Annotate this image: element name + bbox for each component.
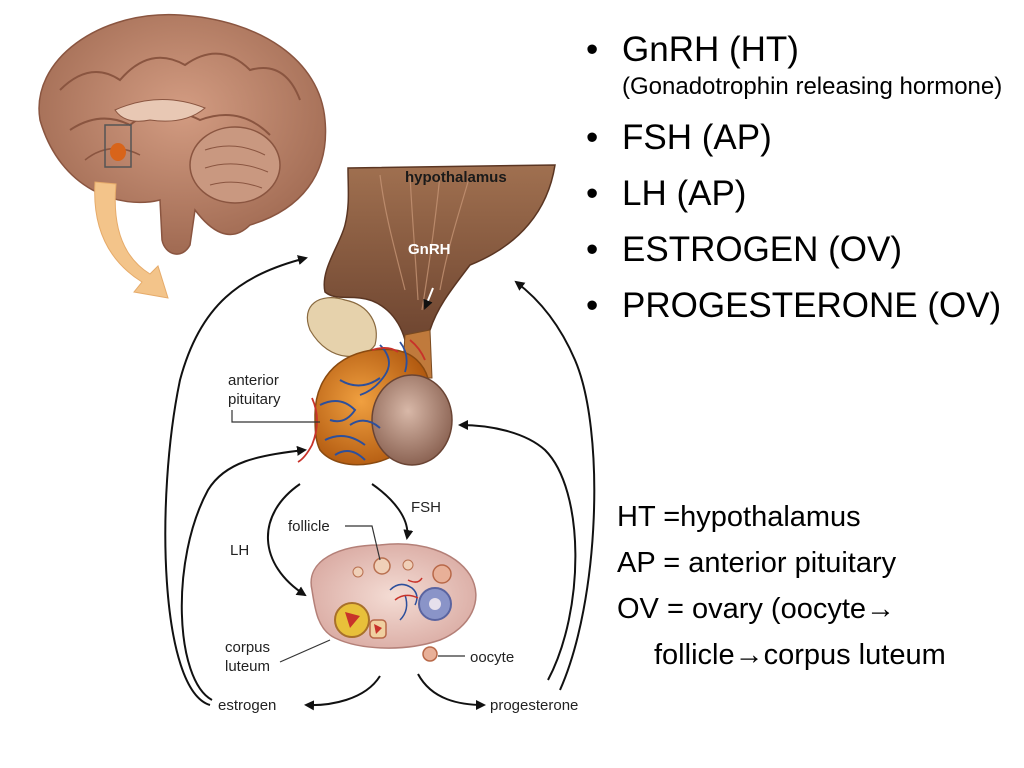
- label-hypothalamus: hypothalamus: [405, 169, 507, 186]
- bullet-glyph: •: [586, 286, 599, 325]
- label-pituitary: pituitary: [228, 391, 281, 408]
- arrows: [164, 255, 596, 711]
- label-anterior: anterior: [228, 372, 279, 389]
- bullet-subtext: (Gonadotrophin releasing hormone): [622, 73, 1003, 100]
- leader-lines: [231, 410, 465, 663]
- label-progesterone: progesterone: [490, 697, 578, 714]
- arrow-estrogen-to-pituitary: [180, 445, 307, 701]
- pituitary-highlight-box: [104, 124, 132, 168]
- arrow-fsh: [371, 483, 414, 540]
- legend-ap: AP = anterior pituitary: [617, 547, 897, 579]
- arrow-progesterone-to-pituitary: [458, 420, 577, 681]
- bullet-text: ESTROGEN (OV): [622, 230, 903, 269]
- arrow-ov-to-progesterone: [417, 673, 486, 710]
- abbreviation-legend: HT =hypothalamus AP = anterior pituitary…: [617, 494, 1017, 678]
- hormone-bullet-list: • GnRH (HT) (Gonadotrophin releasing hor…: [586, 30, 1016, 342]
- label-lh: LH: [230, 542, 249, 559]
- bullet-item: • PROGESTERONE (OV): [586, 286, 1016, 326]
- legend-ov-line1: OV = ovary (oocyte→: [617, 593, 896, 625]
- brain-illustration: [38, 13, 327, 255]
- bullet-text: LH (AP): [622, 174, 747, 213]
- bullet-item: • ESTROGEN (OV): [586, 230, 1016, 270]
- bullet-text: GnRH (HT): [622, 30, 799, 69]
- label-gnrh: GnRH: [408, 241, 451, 258]
- legend-ht: HT =hypothalamus: [617, 501, 861, 533]
- label-estrogen: estrogen: [218, 697, 276, 714]
- arrow-ov-to-estrogen: [304, 675, 381, 711]
- arrow-gnrh: [423, 287, 434, 310]
- hypothalamus-tissue: [306, 164, 556, 357]
- label-luteum: luteum: [225, 658, 270, 675]
- label-oocyte: oocyte: [470, 649, 514, 666]
- bullet-glyph: •: [586, 118, 599, 157]
- label-fsh: FSH: [411, 499, 441, 516]
- bullet-text: PROGESTERONE (OV): [622, 286, 1002, 325]
- arrow-progesterone-to-hypothalamus: [514, 280, 596, 691]
- label-corpus: corpus: [225, 639, 270, 656]
- ovary: [310, 543, 477, 662]
- arrow-lh: [266, 483, 307, 597]
- label-follicle: follicle: [288, 518, 330, 535]
- bullet-item: • LH (AP): [586, 174, 1016, 214]
- arrow-estrogen-to-hypothalamus: [164, 255, 308, 706]
- bullet-text: FSH (AP): [622, 118, 772, 157]
- zoom-arrow: [94, 181, 169, 299]
- pituitary-gland: [297, 329, 453, 466]
- bullet-glyph: •: [586, 174, 599, 213]
- legend-ov-line2: follicle→corpus luteum: [654, 639, 946, 671]
- bullet-item: • GnRH (HT) (Gonadotrophin releasing hor…: [586, 30, 1016, 102]
- bullet-glyph: •: [586, 30, 599, 69]
- bullet-item: • FSH (AP): [586, 118, 1016, 158]
- bullet-glyph: •: [586, 230, 599, 269]
